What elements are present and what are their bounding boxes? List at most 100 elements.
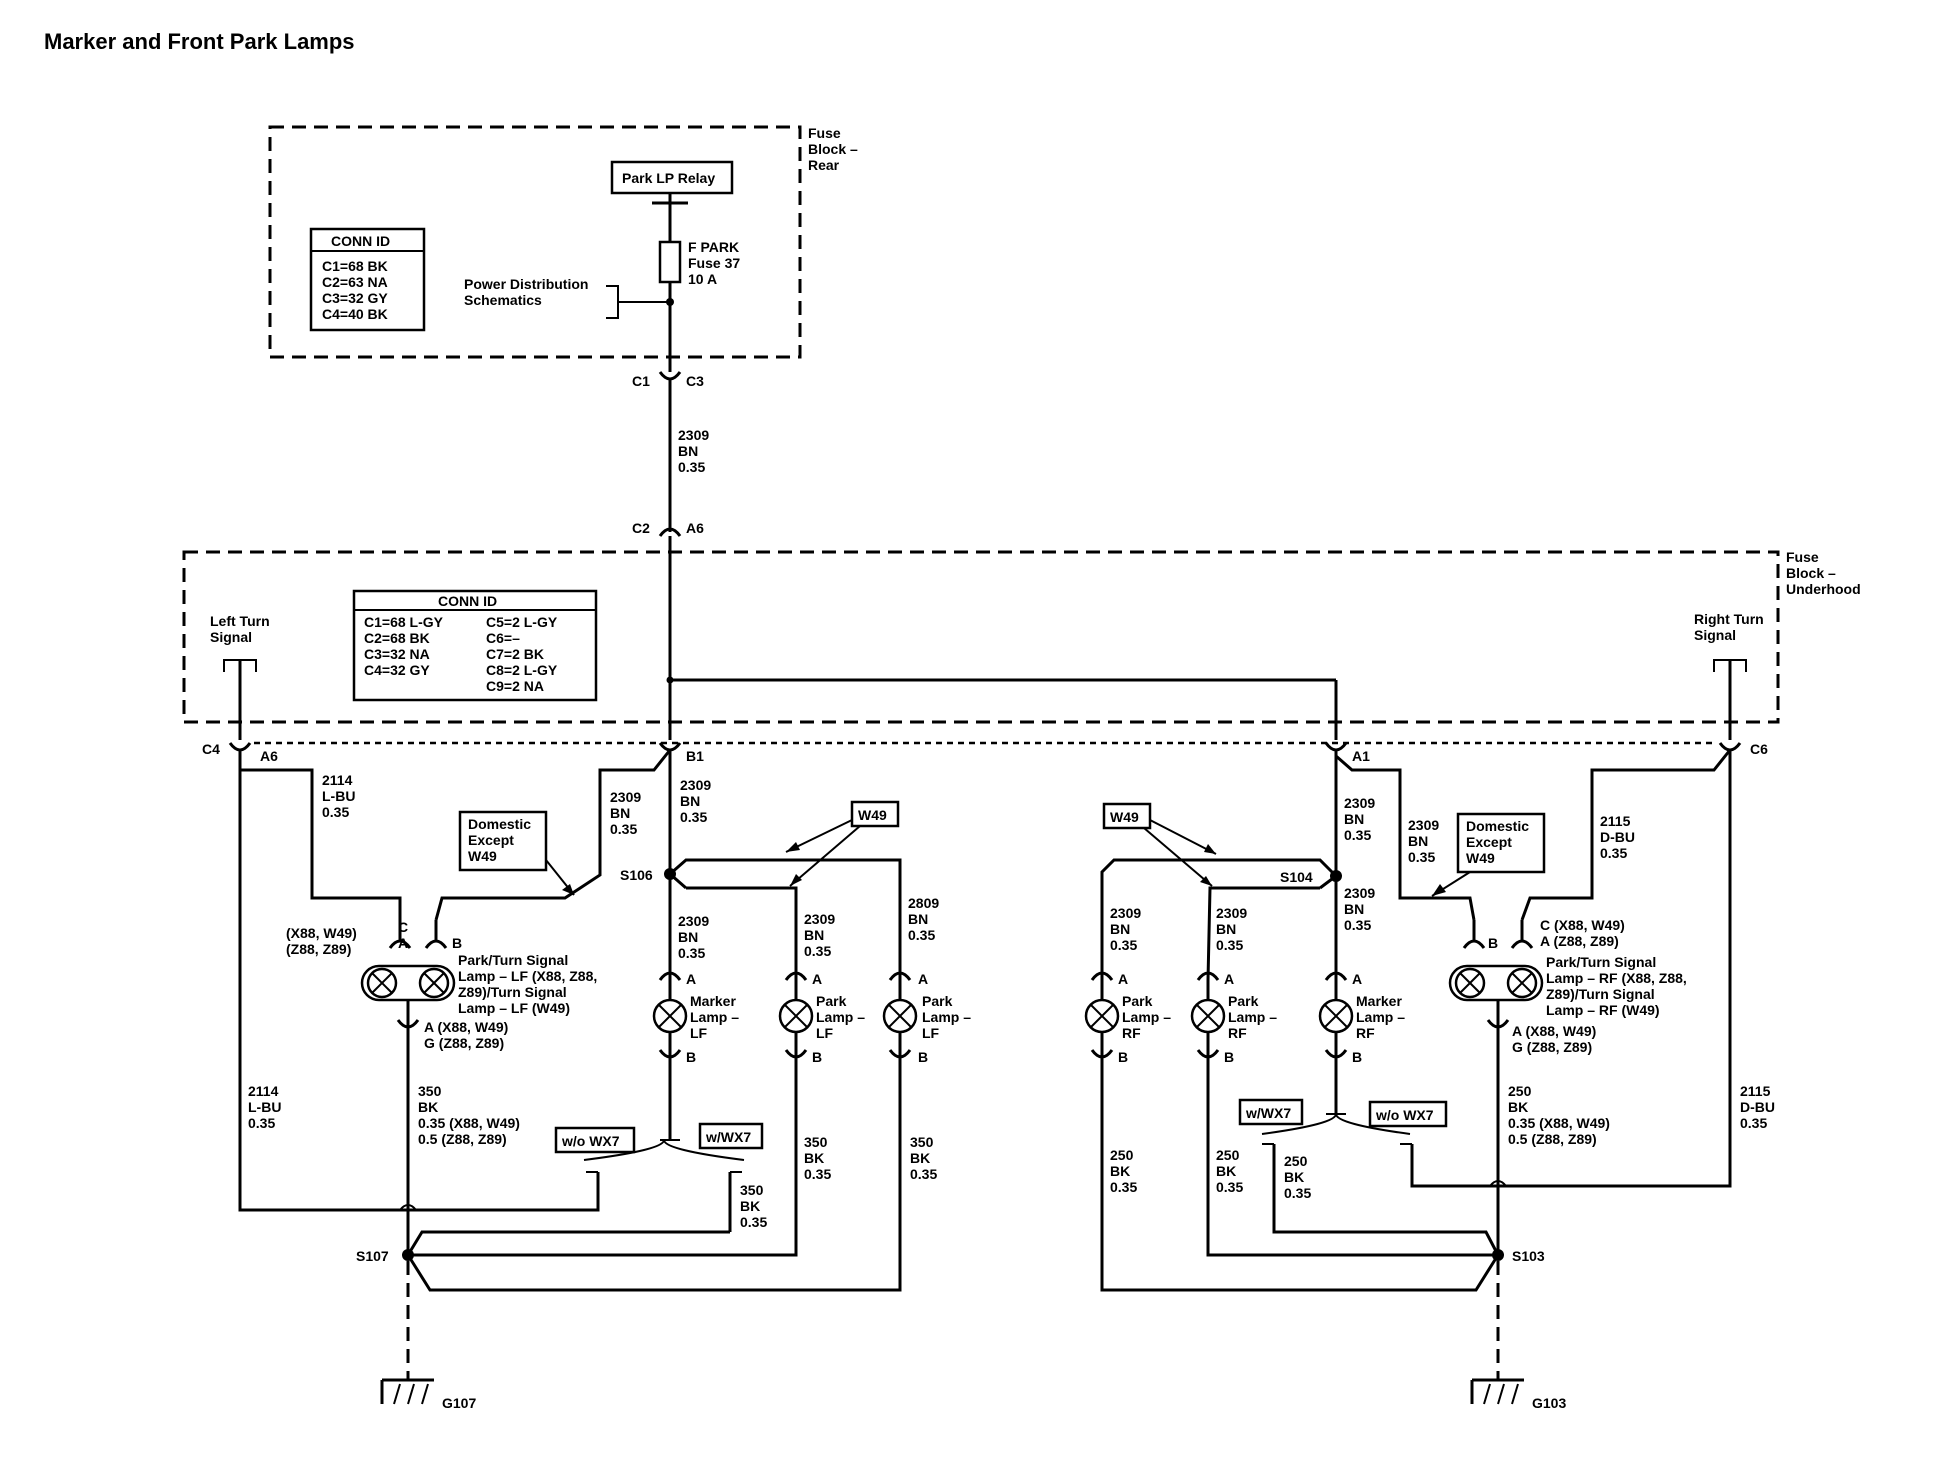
pin-b1: B1 (686, 748, 704, 764)
wire-label: 2309 (1344, 885, 1375, 901)
wire-label: BN (678, 443, 698, 459)
pin-c4: C4 (202, 741, 220, 757)
wire-label: 0.35 (248, 1115, 275, 1131)
ground-g103-icon (1470, 1378, 1524, 1405)
wire-label: 2309 (678, 913, 709, 929)
wire-label: BN (1408, 833, 1428, 849)
wire-label: 0.35 (322, 804, 349, 820)
wire-label: BN (1110, 921, 1130, 937)
lamp-label: RF (1356, 1025, 1375, 1041)
conn-id-rear-row: C4=40 BK (322, 306, 388, 322)
pin-a1: A1 (1352, 748, 1370, 764)
wire-label: D-BU (1740, 1099, 1775, 1115)
domestic-except-w49-box-right (1456, 812, 1546, 874)
wire-label: 2309 (1344, 795, 1375, 811)
wire-label: 0.35 (1216, 937, 1243, 953)
splice-power (666, 298, 674, 306)
fuse-block-underhood-label-line: Fuse (1786, 549, 1819, 565)
power-distribution-ref: Schematics (464, 292, 542, 308)
wire-label: BK (1284, 1169, 1304, 1185)
domestic-label: Domestic (468, 816, 531, 832)
left-turn-signal-label: Left Turn (210, 613, 270, 629)
domestic-label: Except (468, 832, 514, 848)
lamp-label: Lamp – RF (W49) (1546, 1002, 1660, 1018)
wire-label: 0.35 (1600, 845, 1627, 861)
conn-id-underhood-title: CONN ID (438, 593, 497, 609)
conn-id-underhood-row: C3=32 NA (364, 646, 430, 662)
wire-label: 250 (1508, 1083, 1532, 1099)
lamp-pins-label: C (X88, W49) (1540, 917, 1625, 933)
pin-b: B (1488, 935, 1498, 951)
splice-s107 (402, 1249, 414, 1261)
lamp-label: Marker (690, 993, 736, 1009)
wire-label: 2309 (1408, 817, 1439, 833)
wire-label: BN (1216, 921, 1236, 937)
fuse-block-rear-label-line: Block – (808, 141, 858, 157)
wire-label: BK (1216, 1163, 1236, 1179)
wo-wx7-box-left (554, 1126, 636, 1154)
lamp-label: Lamp – (816, 1009, 865, 1025)
wire-label: 0.5 (Z88, Z89) (1508, 1131, 1597, 1147)
fuse-37-symbol (658, 240, 682, 284)
park-lp-relay-box (610, 160, 734, 195)
wire-label: 0.35 (1740, 1115, 1767, 1131)
fuse-block-underhood-label: Fuse Block – Underhood (1786, 549, 1861, 597)
splice-s104-label: S104 (1280, 869, 1313, 885)
lamp-pins-label: A (X88, W49) (1512, 1023, 1596, 1039)
pin-c: C (398, 919, 408, 935)
wire-label: 350 (740, 1182, 764, 1198)
fuse-block-rear-label: Fuse Block – Rear (808, 125, 858, 173)
option-label: w/WX7 (705, 1129, 751, 1145)
wire-label: BN (804, 927, 824, 943)
wire-label: 0.5 (Z88, Z89) (418, 1131, 507, 1147)
splice-s103-label: S103 (1512, 1248, 1545, 1264)
wire-label: 0.35 (678, 459, 705, 475)
wire-label: BN (680, 793, 700, 809)
lamp-label: Lamp – (922, 1009, 971, 1025)
wire-label: BK (740, 1198, 760, 1214)
wire-label: 0.35 (804, 943, 831, 959)
conn-id-underhood-row: C1=68 L-GY (364, 614, 444, 630)
marker-lamp-rf (1318, 971, 1354, 1059)
wire-label: 0.35 (678, 945, 705, 961)
lamp-label: Lamp – LF (X88, Z88, (458, 968, 597, 984)
park-lamp-lf-1 (778, 971, 814, 1059)
wire-label: BK (418, 1099, 438, 1115)
wire-label: 0.35 (1216, 1179, 1243, 1195)
wire-label: L-BU (322, 788, 355, 804)
left-turn-signal-label: Signal (210, 629, 252, 645)
connector-c2: C2 (632, 520, 650, 536)
lamp-label: Z89)/Turn Signal (458, 984, 567, 1000)
wire-label: BK (910, 1150, 930, 1166)
wire-label: 2809 (908, 895, 939, 911)
domestic-label: Except (1466, 834, 1512, 850)
pin-a: A (398, 935, 408, 951)
wire-label: 2309 (680, 777, 711, 793)
option-label: w/WX7 (1245, 1105, 1291, 1121)
wire-label: D-BU (1600, 829, 1635, 845)
splice-s103 (1492, 1249, 1504, 1261)
marker-lamp-lf (652, 971, 688, 1059)
lamp-label: Park (1228, 993, 1259, 1009)
wire-label: 350 (418, 1083, 442, 1099)
lamp-pins-label: G (Z88, Z89) (1512, 1039, 1592, 1055)
lamp-label: Lamp – RF (X88, Z88, (1546, 970, 1687, 986)
wire-label: 0.35 (X88, W49) (1508, 1115, 1610, 1131)
lamp-label: Park/Turn Signal (1546, 954, 1656, 970)
splice-s107-label: S107 (356, 1248, 389, 1264)
wire-label: BN (908, 911, 928, 927)
wire-label: 2309 (610, 789, 641, 805)
conn-id-underhood-row: C6=– (486, 630, 520, 646)
wire-label: 2114 (322, 772, 353, 788)
lamp-label: Lamp – (1228, 1009, 1277, 1025)
wire-label: 2309 (804, 911, 835, 927)
lamp-label: Park (1122, 993, 1153, 1009)
option-label: w/o WX7 (1375, 1107, 1434, 1123)
w-wx7-box-left (698, 1122, 764, 1150)
domestic-label: Domestic (1466, 818, 1529, 834)
pin-b: B (452, 935, 462, 951)
pin-a: A (1118, 971, 1128, 987)
pin-a6: A6 (260, 748, 278, 764)
wire-label: 350 (804, 1134, 828, 1150)
